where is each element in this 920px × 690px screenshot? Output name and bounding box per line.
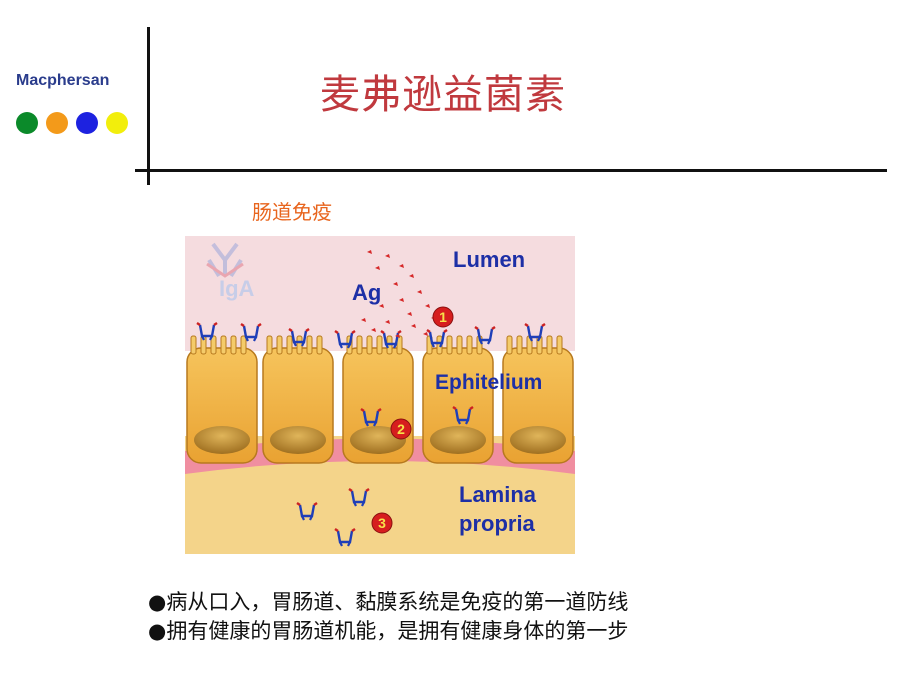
brand-name: Macphersan — [16, 72, 110, 89]
step-3-label: 3 — [378, 515, 386, 531]
step-1-label: 1 — [439, 309, 447, 325]
iga-molecule — [206, 242, 244, 278]
ag-label: Ag — [352, 280, 381, 305]
step-2-label: 2 — [397, 421, 405, 437]
antigen-particles — [361, 250, 436, 338]
slide-subtitle: 肠道免疫 — [252, 200, 332, 224]
yellow-dot — [106, 112, 128, 134]
bullet-item: ●拥有健康的胃肠道机能，是拥有健康身体的第一步 — [148, 619, 629, 643]
lamina-label-line2: propria — [459, 511, 536, 536]
vertical-divider — [147, 27, 150, 185]
iga-label: IgA — [219, 276, 255, 301]
gut-immunity-diagram: 1 2 3 IgA Lumen Ag Ephitelium Lamina pro… — [185, 236, 575, 554]
lumen-label: Lumen — [453, 247, 525, 272]
blue-dot — [76, 112, 98, 134]
bullet-list: ●病从口入，胃肠道、黏膜系统是免疫的第一道防线 ●拥有健康的胃肠道机能，是拥有健… — [148, 588, 628, 646]
green-dot — [16, 112, 38, 134]
lamina-label-line1: Lamina — [459, 482, 537, 507]
step-marker-3: 3 — [371, 512, 393, 534]
slide-title: 麦弗逊益菌素 — [320, 72, 566, 118]
bullet-item: ●病从口入，胃肠道、黏膜系统是免疫的第一道防线 — [148, 590, 629, 614]
epithelium-label: Ephitelium — [435, 371, 542, 394]
brand-dots — [16, 112, 128, 134]
horizontal-divider — [135, 169, 887, 172]
step-marker-1: 1 — [432, 306, 454, 328]
epithelial-cells — [186, 335, 574, 464]
orange-dot — [46, 112, 68, 134]
lumen-zone — [185, 236, 575, 351]
step-marker-2: 2 — [390, 418, 412, 440]
